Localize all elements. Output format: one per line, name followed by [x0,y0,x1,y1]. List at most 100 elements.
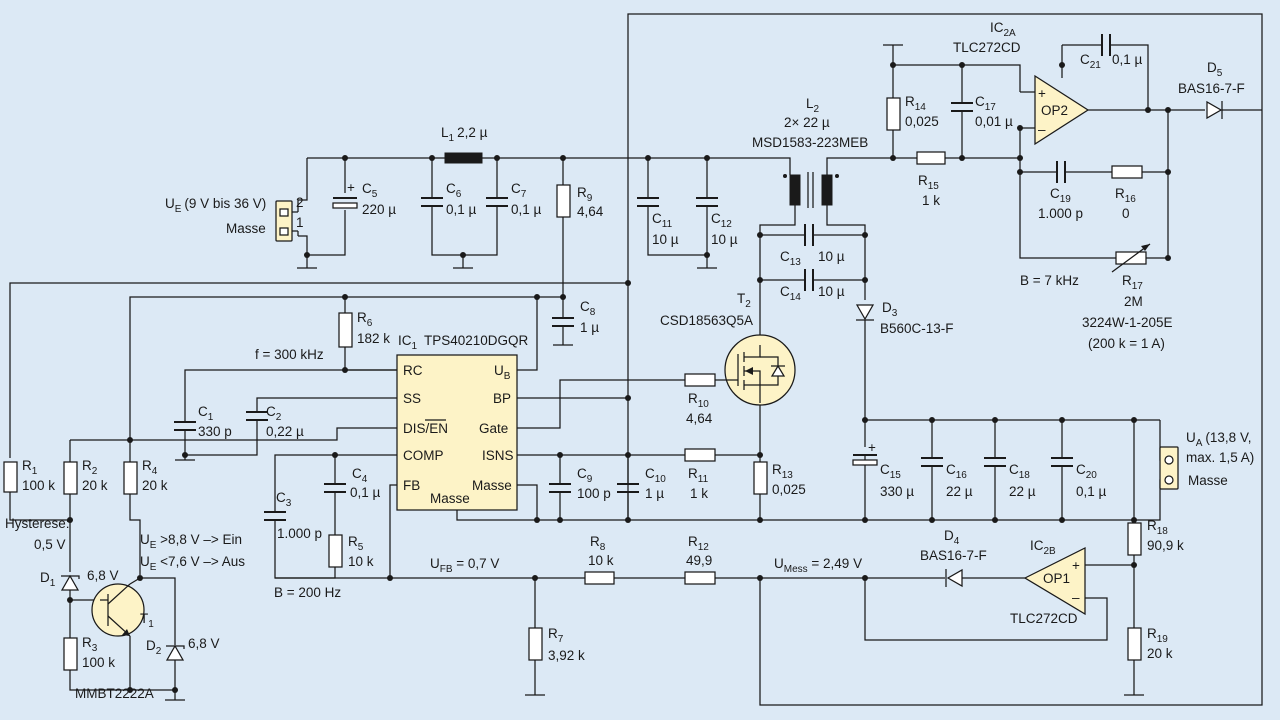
r13-ref: R13 [772,462,793,481]
umess-annotation: UMess = 2,49 V [774,556,862,575]
c16-ref: C16 [946,462,967,481]
ic1-pin-isns: ISNS [482,448,514,463]
ic1-pin-ub: UB [494,363,511,382]
ein-threshold: UE >8,8 V –> Ein [140,532,242,551]
ic1-pin-fb: FB [403,478,420,493]
r10-ref: R10 [688,391,709,410]
d5-ref: D5 [1207,60,1223,79]
r6-value: 182 k [357,331,390,346]
ua-masse: Masse [1188,473,1228,488]
r9-value: 4,64 [577,204,604,219]
resistor-r1-body [3,461,18,493]
resistor-r2-body [63,461,78,495]
r15-ref: R15 [918,173,939,192]
c15-value: 330 µ [880,484,914,499]
t1-part: MMBT2222A [75,686,154,701]
c15-plus: + [868,440,876,455]
c20-value: 0,1 µ [1076,484,1107,499]
resistor-r9-body [556,184,571,218]
c5-value: 220 µ [362,202,396,217]
c5-ref: C5 [362,181,378,200]
c2-ref: C2 [266,404,282,423]
d2-ref: D2 [146,638,162,657]
ic2b-ref: IC2B [1030,538,1056,557]
c9-value: 100 p [577,486,611,501]
d2-value: 6,8 V [188,636,220,651]
c3-ref: C3 [276,490,292,509]
t1-ref: T1 [140,611,154,630]
r17-ref: R17 [1122,273,1143,292]
ufb-annotation: UFB = 0,7 V [430,556,499,575]
resistor-r5-body [328,534,343,568]
inductor-symbols [444,152,839,208]
resistor-r14-body [886,97,901,131]
c8-value: 1 µ [580,320,599,335]
r18-value: 90,9 k [1147,538,1184,553]
c11-ref: C11 [652,211,673,230]
c13-ref: C13 [780,249,801,268]
c10-ref: C10 [645,466,666,485]
r2-value: 20 k [82,478,108,493]
d3-part: B560C-13-F [880,321,954,336]
r12-ref: R12 [688,534,709,553]
resistor-r15-body [916,151,946,165]
aus-threshold: UE <7,6 V –> Aus [140,554,245,573]
resistor-r11-body [684,448,716,462]
c6-value: 0,1 µ [446,202,477,217]
c4-value: 0,1 µ [350,485,381,500]
r16-ref: R16 [1115,186,1136,205]
r3-ref: R3 [82,635,98,654]
ua-label: UA(13,8 V, [1186,430,1251,449]
junction-dots [67,62,1171,693]
ic1-part: TPS40210DGQR [424,333,529,348]
b200-annotation: B = 200 Hz [274,585,341,600]
d3-ref: D3 [882,300,898,319]
c14-ref: C14 [780,284,801,303]
r15-value: 1 k [922,193,940,208]
r19-value: 20 k [1147,646,1173,661]
r11-value: 1 k [690,486,708,501]
c1-value: 330 p [198,424,232,439]
r6-ref: R6 [357,310,373,329]
r1-value: 100 k [22,478,55,493]
r9-ref: R9 [577,185,593,204]
c18-value: 22 µ [1009,484,1036,499]
freq-annotation: f = 300 kHz [255,347,324,362]
ic1-pin-comp: COMP [403,448,444,463]
c17-value: 0,01 µ [975,114,1013,129]
r4-value: 20 k [142,478,168,493]
resistor-r18-body [1127,522,1142,556]
r13-value: 0,025 [772,482,806,497]
ic1-pin-ss: SS [403,391,421,406]
ic1-pin-rc: RC [403,363,423,378]
c1-ref: C1 [198,404,214,423]
r3-value: 100 k [82,655,115,670]
d5-part: BAS16-7-F [1178,81,1245,96]
c20-ref: C20 [1076,462,1097,481]
c21-value: 0,1 µ [1112,52,1143,67]
resistor-r19-body [1127,627,1142,661]
l2-value: 2× 22 µ [784,115,830,130]
r8-ref: R8 [590,534,606,553]
ic1-ref: IC1 [398,333,418,352]
inductor-l1-body [444,152,483,164]
c12-value: 10 µ [711,232,738,247]
d4-part: BAS16-7-F [920,548,987,563]
r17-value: 2M [1124,294,1143,309]
resistor-r16-body [1111,165,1143,179]
ic2a-ref: IC2A [990,20,1016,39]
r18-ref: R18 [1147,518,1168,537]
opamp-op2 [1034,74,1090,146]
resistor-symbols [3,97,1151,671]
c5-plus: + [347,180,355,195]
transistor-t1 [91,577,145,640]
r19-ref: R19 [1147,626,1168,645]
ue-pin2: 2 [296,195,304,210]
r17-part: 3224W-1-205E [1082,315,1173,330]
c13-value: 10 µ [818,249,845,264]
c19-ref: C19 [1050,186,1071,205]
c6-ref: C6 [446,181,462,200]
inductor-l2a-body [789,174,801,206]
ic1-pin-disen: DIS/EN [403,421,448,436]
